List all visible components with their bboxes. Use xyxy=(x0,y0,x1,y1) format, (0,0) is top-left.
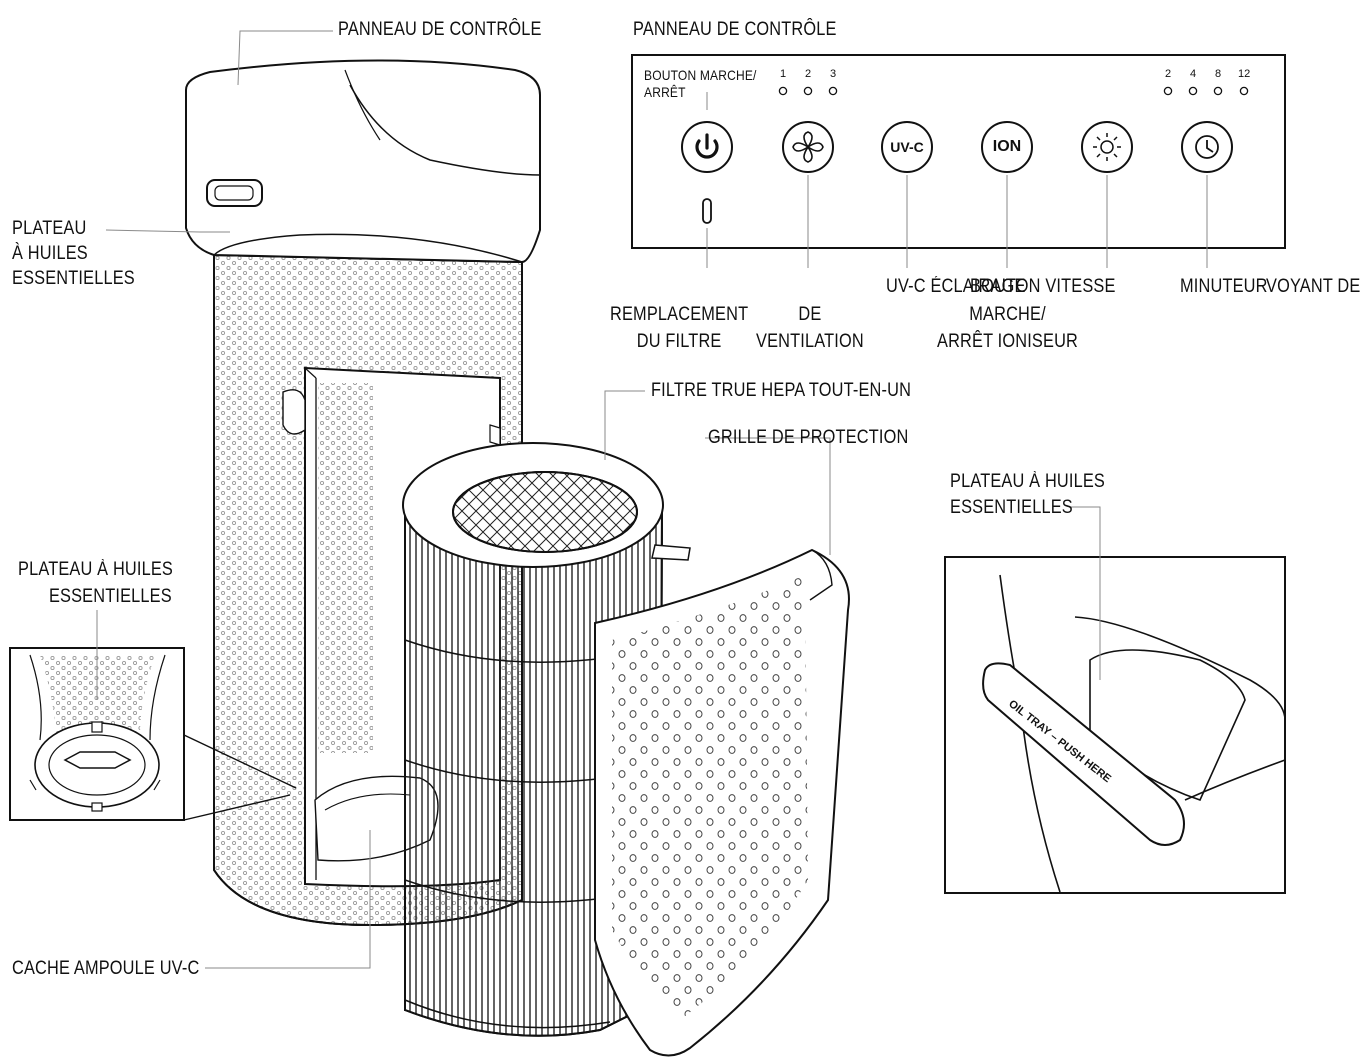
ventilation-label: DE VENTILATION xyxy=(756,301,864,355)
tray-top-line-2: À HUILES xyxy=(12,243,88,264)
tray-right-line-2: ESSENTIELLES xyxy=(950,497,1073,518)
uvc-light-label: UV-C ÉCLAIRAGE xyxy=(886,276,1026,297)
tray-top-label: PLATEAU À HUILES ESSENTIELLES xyxy=(12,216,135,291)
power-icon xyxy=(695,133,719,159)
timer-label: MINUTEUR xyxy=(1180,276,1268,297)
light-button[interactable] xyxy=(1081,121,1133,173)
filter-label: FILTRE TRUE HEPA TOUT-EN-UN xyxy=(651,380,912,401)
tray-right-label: PLATEAU À HUILES ESSENTIELLES xyxy=(950,469,1105,521)
brightness-icon xyxy=(1093,133,1121,161)
tray-left-label: PLATEAU À HUILES ESSENTIELLES xyxy=(18,556,173,610)
power-button-caption: BOUTON MARCHE/ ARRÊT xyxy=(644,67,757,101)
ioniser-label: MARCHE/ ARRÊT IONISEUR xyxy=(937,301,1078,355)
tray-right-line-1: PLATEAU À HUILES xyxy=(950,471,1106,492)
ventilation-line-1: DE xyxy=(798,304,822,325)
tray-top-line-3: ESSENTIELLES xyxy=(12,268,135,289)
speed-digit-3: 3 xyxy=(830,68,837,80)
filter-replace-line-2: DU FILTRE xyxy=(636,331,722,352)
uvc-button[interactable] xyxy=(881,121,933,173)
leader-lines xyxy=(96,30,1208,969)
filter-replace-label: REMPLACEMENT DU FILTRE xyxy=(610,301,748,355)
control-panel-label: PANNEAU DE CONTRÔLE xyxy=(338,19,542,40)
ioniser-line-1: MARCHE/ xyxy=(969,304,1046,325)
tray-left-line-1: PLATEAU À HUILES xyxy=(18,559,174,580)
ion-button-text: ION xyxy=(992,138,1022,155)
control-panel-box-title: PANNEAU DE CONTRÔLE xyxy=(633,19,837,40)
ion-button[interactable] xyxy=(981,121,1033,173)
speed-digit-2: 2 xyxy=(805,68,812,80)
clock-icon xyxy=(1195,135,1219,159)
power-caption-line-1: BOUTON MARCHE/ xyxy=(644,67,757,83)
filter-indicator xyxy=(702,198,712,224)
power-caption-line-2: ARRÊT xyxy=(644,84,686,100)
timer-digit-2: 2 xyxy=(1165,68,1172,80)
timer-digit-4: 4 xyxy=(1190,68,1197,80)
inset-left xyxy=(9,647,297,821)
timer-digit-12: 12 xyxy=(1238,68,1251,80)
uvc-button-text: UV-C xyxy=(890,139,924,155)
grille-label: GRILLE DE PROTECTION xyxy=(708,427,909,448)
tray-top-line-1: PLATEAU xyxy=(12,218,87,239)
indicator-label: VOYANT DE xyxy=(1266,276,1361,297)
protection-grille xyxy=(594,548,850,1057)
control-panel-box xyxy=(631,54,1286,249)
timer-digit-8: 8 xyxy=(1215,68,1222,80)
speed-digit-1: 1 xyxy=(780,68,787,80)
speed-button-label: BOUTON VITESSE xyxy=(970,276,1116,297)
tray-left-line-2: ESSENTIELLES xyxy=(48,586,172,607)
filter-replace-line-1: REMPLACEMENT xyxy=(610,304,749,325)
fan-icon xyxy=(792,131,824,163)
inset-right: OIL TRAY – PUSH HERE xyxy=(944,556,1286,894)
ventilation-line-2: VENTILATION xyxy=(756,331,864,352)
uv-cover-label: CACHE AMPOULE UV-C xyxy=(12,958,200,979)
ioniser-line-2: ARRÊT IONISEUR xyxy=(937,331,1079,352)
